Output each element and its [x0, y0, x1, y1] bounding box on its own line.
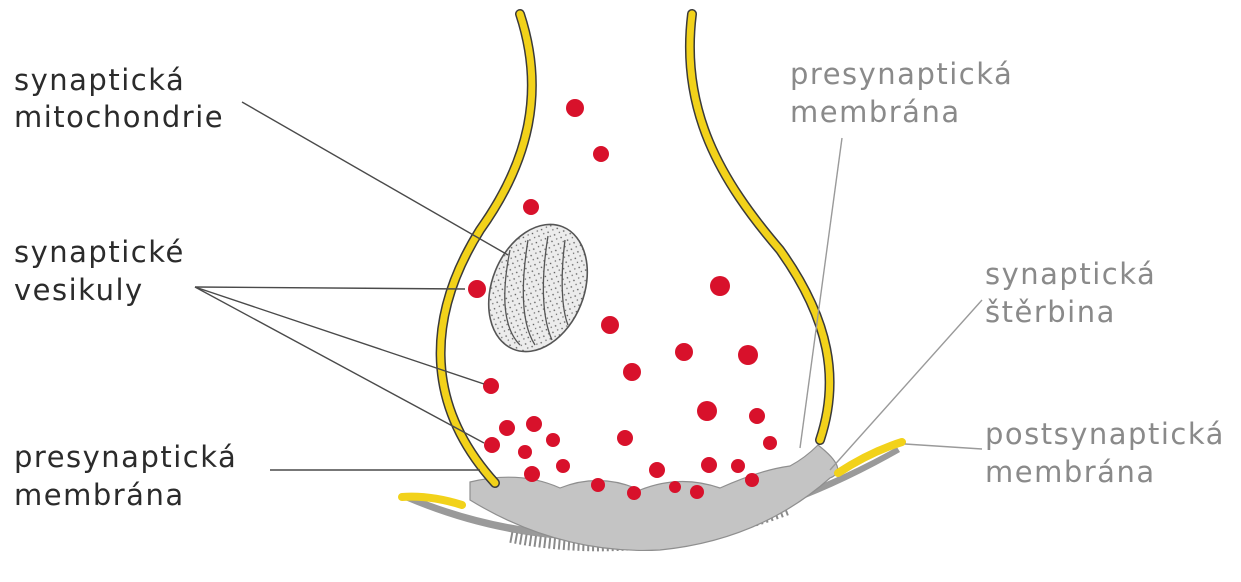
- vesicle: [701, 457, 717, 473]
- label-presynaptic-membrane-left: presynaptická membrána: [14, 440, 248, 512]
- spine: [544, 537, 545, 548]
- vesicle: [556, 459, 570, 473]
- vesicle: [601, 316, 619, 334]
- vesicle: [749, 408, 765, 424]
- leader-postsyn: [905, 444, 982, 449]
- vesicle: [566, 99, 584, 117]
- spine: [515, 533, 517, 544]
- spine: [510, 532, 512, 543]
- vesicle: [763, 436, 777, 450]
- vesicle: [690, 485, 704, 499]
- vesicle: [523, 199, 539, 215]
- spine: [535, 536, 537, 547]
- vesicle: [649, 462, 665, 478]
- vesicle: [617, 430, 633, 446]
- spine: [559, 539, 560, 550]
- leader-vesicles-1: [195, 287, 465, 289]
- vesicle: [675, 343, 693, 361]
- spine: [530, 535, 532, 546]
- vesicle: [518, 445, 532, 459]
- vesicle: [669, 481, 681, 493]
- vesicle: [484, 437, 500, 453]
- spine: [539, 537, 540, 548]
- vesicle: [623, 363, 641, 381]
- label-postsynaptic-membrane: postsynaptická membrána: [985, 417, 1236, 489]
- label-mitochondria: synaptická mitochondrie: [14, 63, 224, 134]
- spine: [520, 534, 522, 545]
- label-synaptic-cleft: synaptická štěrbina: [985, 257, 1167, 329]
- vesicle: [591, 478, 605, 492]
- vesicle: [745, 473, 759, 487]
- vesicle: [738, 345, 758, 365]
- vesicle: [731, 459, 745, 473]
- spine: [525, 535, 527, 546]
- vesicle: [483, 378, 499, 394]
- leader-mitochondria: [242, 102, 508, 255]
- vesicle: [526, 416, 542, 432]
- vesicle: [697, 401, 717, 421]
- vesicle: [710, 276, 730, 296]
- spine: [549, 538, 550, 549]
- label-presynaptic-membrane-right: presynaptická membrána: [790, 57, 1024, 129]
- vesicle: [546, 433, 560, 447]
- vesicle: [627, 486, 641, 500]
- vesicle: [593, 146, 609, 162]
- spine: [554, 538, 555, 549]
- label-vesicles: synaptické vesikuly: [14, 235, 196, 307]
- vesicle: [468, 280, 486, 298]
- postsynaptic-membrane-right-end: [838, 442, 902, 473]
- vesicle: [499, 420, 515, 436]
- mitochondrion: [471, 210, 606, 367]
- vesicle: [524, 466, 540, 482]
